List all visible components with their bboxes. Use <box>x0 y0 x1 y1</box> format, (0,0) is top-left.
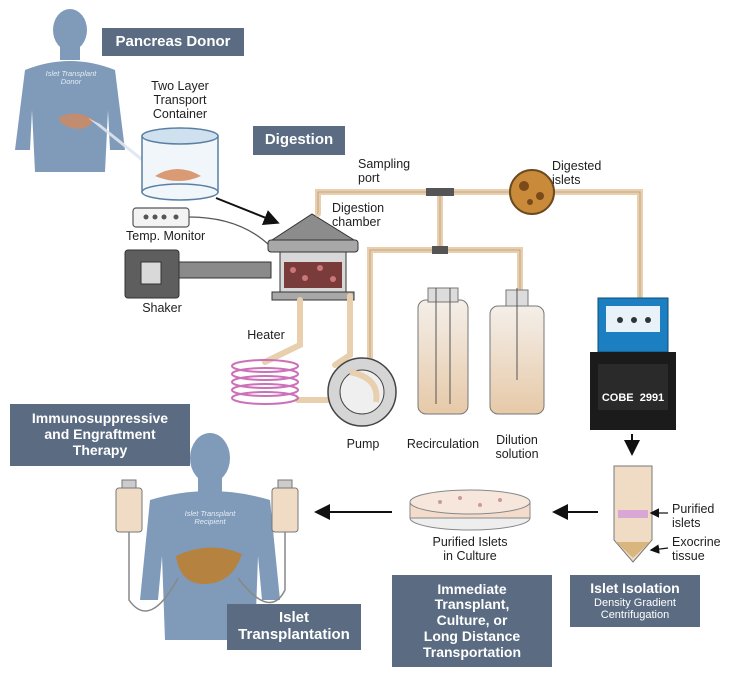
container-line-1: Two Layer <box>151 79 209 93</box>
exocrine-line-1: Exocrine <box>672 535 721 549</box>
cobe-centrifuge <box>590 297 676 430</box>
immuno-line-1: Immunosuppressive <box>31 410 169 427</box>
immunosuppressive-heading: Immunosuppressive and Engraftment Therap… <box>10 404 190 466</box>
purification-tube <box>613 465 653 563</box>
immediate-line-5: Transportation <box>422 643 521 660</box>
pump-device <box>327 357 397 427</box>
culture-line-1: Purified Islets <box>432 535 508 549</box>
sampling-line-1: Sampling <box>358 157 411 171</box>
shaker-device <box>124 249 272 299</box>
sampling-port-label: Sampling port <box>358 157 428 186</box>
chamber-line-2: chamber <box>332 214 381 229</box>
dilution-line-2: solution <box>495 446 539 461</box>
islet-tx-line-2: Transplantation <box>238 626 350 643</box>
pump-label: Pump <box>346 437 380 451</box>
donor-pancreas <box>58 113 94 129</box>
digestion-heading: Digestion <box>253 126 345 155</box>
purified-line-1: Purified <box>672 502 715 516</box>
isolation-sub-2: Centrifugation <box>600 608 670 621</box>
culture-dish <box>409 489 531 531</box>
recipient-body-caption: Islet Transplant Recipient <box>170 509 250 527</box>
immediate-line-3: Culture, or <box>436 612 508 629</box>
immuno-line-3: Therapy <box>72 441 128 458</box>
isolation-sub-1: Density Gradient <box>594 596 676 609</box>
heater-label: Heater <box>247 328 285 342</box>
temp-monitor-device <box>132 207 190 228</box>
immuno-line-2: and Engraftment <box>44 426 156 443</box>
pancreas-donor-text: Pancreas Donor <box>115 32 231 50</box>
sampling-line-2: port <box>358 170 380 185</box>
purified-line-2: islets <box>672 515 701 530</box>
digested-line-1: Digested <box>552 159 602 173</box>
dilution-solution-label: Dilution solution <box>486 433 548 462</box>
recipient-liver <box>176 547 242 584</box>
dilution-line-1: Dilution <box>496 433 538 447</box>
digested-islets-magnified <box>509 169 555 215</box>
exocrine-pointer <box>649 544 669 554</box>
container-to-chamber-arrow <box>215 197 280 225</box>
digested-islets-label: Digested islets <box>552 159 622 188</box>
recipient-body-line-1: Islet Transplant <box>184 509 236 518</box>
immediate-line-2: Transplant, <box>434 596 510 613</box>
container-line-2: Transport <box>153 92 207 107</box>
recirculation-flask <box>417 287 469 415</box>
temp-monitor-label: Temp. Monitor <box>126 229 206 243</box>
pancreas-donor-heading: Pancreas Donor <box>102 28 244 56</box>
iv-bag-right <box>237 479 299 604</box>
temp-monitor-cable <box>188 216 270 246</box>
exocrine-line-2: tissue <box>672 548 705 563</box>
cobe-model-label: COBE 2991 <box>601 392 665 404</box>
shaker-label: Shaker <box>142 301 182 315</box>
recirculation-label: Recirculation <box>406 437 480 451</box>
iv-bag-left <box>115 479 179 612</box>
exocrine-tissue-label: Exocrine tissue <box>672 535 732 564</box>
digested-line-2: islets <box>552 172 581 187</box>
digestion-text: Digestion <box>264 131 334 149</box>
culture-line-2: in Culture <box>443 548 497 563</box>
immediate-transplant-heading: Immediate Transplant, Culture, or Long D… <box>392 575 552 667</box>
purified-islets-label: Purified islets <box>672 502 732 531</box>
immediate-line-1: Immediate <box>437 580 507 597</box>
container-line-3: Container <box>152 106 208 121</box>
immediate-line-4: Long Distance <box>423 627 521 644</box>
islet-transplantation-heading: Islet Transplantation <box>227 604 361 650</box>
islet-isolation-heading: Islet Isolation Density Gradient Centrif… <box>570 575 700 627</box>
isolation-title: Islet Isolation <box>590 579 680 596</box>
donor-body-line-2: Donor <box>60 77 82 87</box>
transport-container <box>141 127 219 201</box>
donor-body-line-1: Islet Transplant <box>45 69 97 78</box>
digestion-chamber-label: Digestion chamber <box>332 201 412 230</box>
dilution-flask <box>489 288 545 415</box>
sampling-port-fitting <box>426 188 454 196</box>
recipient-body-line-2: Recipient <box>194 517 226 527</box>
islet-tx-line-1: Islet <box>278 609 309 627</box>
chamber-line-1: Digestion <box>332 201 385 215</box>
purified-islets-culture-label: Purified Islets in Culture <box>410 535 530 564</box>
tube-junction <box>432 246 448 254</box>
tubing-outline <box>317 191 641 362</box>
digestion-chamber <box>267 213 359 301</box>
heater-coil <box>231 359 299 405</box>
donor-body-caption: Islet Transplant Donor <box>36 69 106 87</box>
transport-container-label: Two Layer Transport Container <box>140 79 220 121</box>
